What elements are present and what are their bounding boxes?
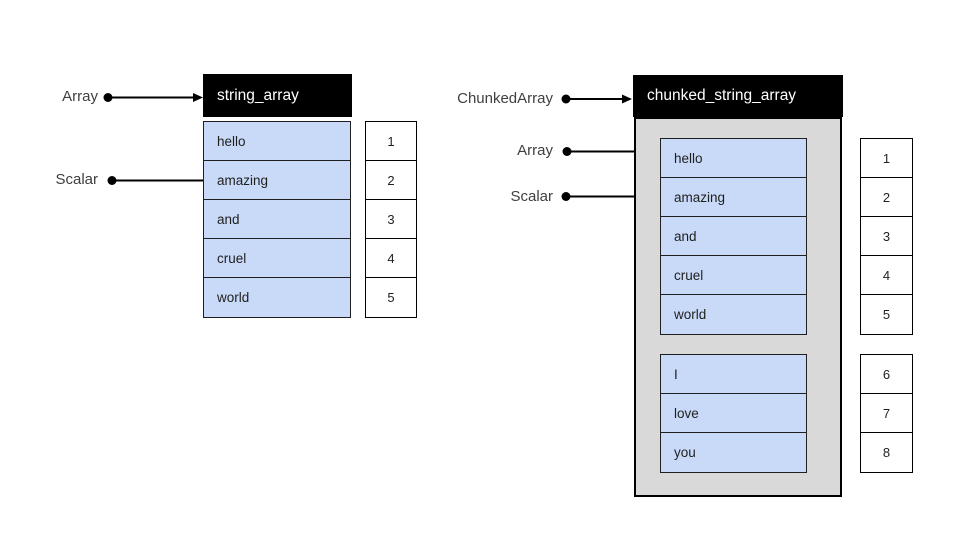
index-cell: 5 <box>366 278 416 317</box>
array-pointer-label-right: Array <box>517 142 553 159</box>
string-array-header: string_array <box>203 74 352 117</box>
array-cell: amazing <box>204 161 350 200</box>
array-cell: you <box>661 433 806 472</box>
string-array-index-column: 1 2 3 4 5 <box>365 121 417 318</box>
index-cell: 4 <box>861 256 912 295</box>
array-cell: cruel <box>204 239 350 278</box>
scalar-pointer-label-left: Scalar <box>55 171 98 188</box>
index-cell: 8 <box>861 433 912 472</box>
index-cell: 3 <box>861 217 912 256</box>
array-pointer-arrow-left <box>103 93 203 102</box>
array-cell: amazing <box>661 178 806 217</box>
index-cell: 4 <box>366 239 416 278</box>
array-cell: hello <box>204 122 350 161</box>
index-cell: 1 <box>861 139 912 178</box>
array-cell: hello <box>661 139 806 178</box>
array-cell: love <box>661 394 806 433</box>
array-pointer-label-left: Array <box>62 88 98 105</box>
scalar-pointer-label-right: Scalar <box>510 188 553 205</box>
chunk-1-cells: hello amazing and cruel world <box>660 138 807 335</box>
index-cell: 7 <box>861 394 912 433</box>
chunk-1-index-column: 1 2 3 4 5 <box>860 138 913 335</box>
chunk-2-index-column: 6 7 8 <box>860 354 913 473</box>
array-cell: I <box>661 355 806 394</box>
string-array-cells: hello amazing and cruel world <box>203 121 351 318</box>
index-cell: 3 <box>366 200 416 239</box>
index-cell: 2 <box>861 178 912 217</box>
index-cell: 5 <box>861 295 912 334</box>
scalar-pointer-arrow-left <box>107 176 215 185</box>
array-cell: world <box>204 278 350 317</box>
chunk-2-cells: I love you <box>660 354 807 473</box>
array-cell: cruel <box>661 256 806 295</box>
array-cell: and <box>661 217 806 256</box>
chunked-string-array-header: chunked_string_array <box>633 75 843 117</box>
chunkedarray-pointer-arrow <box>561 94 632 104</box>
index-cell: 2 <box>366 161 416 200</box>
array-cell: and <box>204 200 350 239</box>
chunkedarray-pointer-label: ChunkedArray <box>457 90 553 107</box>
index-cell: 6 <box>861 355 912 394</box>
index-cell: 1 <box>366 122 416 161</box>
array-cell: world <box>661 295 806 334</box>
